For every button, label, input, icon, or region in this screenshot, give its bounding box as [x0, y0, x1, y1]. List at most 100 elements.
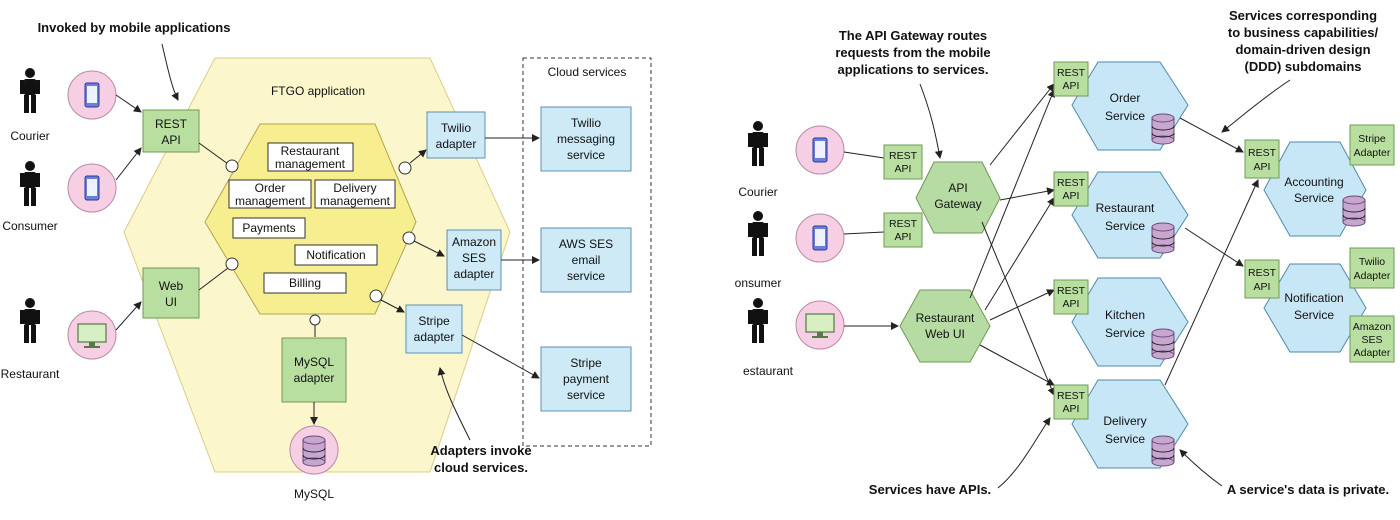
database-icon [1151, 113, 1175, 145]
cloud-services-title: Cloud services [548, 65, 627, 79]
twilio-adapter: Twilio adapter [426, 111, 486, 159]
box-line: API [948, 181, 967, 195]
box-line: Service [1294, 191, 1334, 205]
actor-consumer-left: Consumer [2, 161, 117, 233]
database-icon [1151, 435, 1175, 467]
module-order-management: Order management [228, 179, 312, 209]
box-line: Restaurant [916, 311, 975, 325]
business-logic-hexagon [204, 123, 417, 315]
box-line: Service [1294, 308, 1334, 322]
box-line: Order [1110, 91, 1141, 105]
box-line: Service [1105, 109, 1145, 123]
box-line: REST [1248, 147, 1277, 159]
actor-courier-right: Courier [738, 121, 845, 199]
box-line: Service [1105, 432, 1145, 446]
box-line: REST [1057, 177, 1086, 189]
database-icon [1151, 222, 1175, 254]
box-line: REST [1057, 67, 1086, 79]
actor-courier-left: Courier [10, 68, 117, 143]
twilio-messaging-service: Twilio messaging service [540, 106, 632, 172]
annotation-services-2: to business capabilities/ [1228, 25, 1379, 40]
box-line: adapter [436, 137, 477, 151]
port [398, 161, 412, 175]
box-line: API [1063, 403, 1080, 415]
right-microservice-architecture: The API Gateway routes requests from the… [735, 8, 1395, 497]
box-line: Gateway [934, 197, 981, 211]
delivery-service: Delivery Service REST API [1053, 379, 1189, 469]
annotation-gateway: The API Gateway routes [839, 28, 987, 43]
box-line: Adapter [1354, 270, 1391, 282]
annotation-services-3: domain-driven design [1235, 42, 1370, 57]
cloud-services-boundary [522, 57, 652, 447]
box-line: messaging [557, 132, 615, 146]
box-line: Billing [289, 276, 321, 290]
box-line: Twilio [1359, 256, 1385, 268]
database-icon [1342, 195, 1366, 227]
box-line: Notification [306, 248, 365, 262]
restaurant-service: Restaurant Service REST API [1053, 171, 1189, 259]
module-payments: Payments [232, 217, 306, 239]
rest-api-adapter-left: REST API [142, 109, 200, 153]
box-line: service [567, 148, 605, 162]
actor-restaurant-right: estaurant [743, 298, 845, 378]
box-line: API [161, 133, 180, 147]
box-line: Twilio [441, 121, 471, 135]
web-ui-adapter-left: Web UI [142, 267, 200, 319]
notification-service: Notification Service REST API Twilio Ada… [1244, 247, 1395, 363]
box-line: Accounting [1284, 175, 1343, 189]
annotation-mobile: Invoked by mobile applications [38, 20, 231, 35]
box-line: management [275, 157, 346, 171]
actor-label: Courier [10, 129, 49, 143]
box-line: API [895, 163, 912, 175]
annotation-adapters: Adapters invoke [430, 443, 531, 458]
box-line: email [572, 253, 601, 267]
phone-icon [812, 137, 828, 163]
phone-icon [84, 175, 100, 201]
box-line: API [1063, 298, 1080, 310]
ses-adapter-box [1349, 315, 1395, 363]
box-line: REST [155, 117, 188, 131]
twilio-adapter-box [1349, 247, 1395, 289]
box-line: Adapter [1354, 347, 1391, 359]
port [225, 257, 239, 271]
kitchen-service: Kitchen Service REST API [1053, 277, 1189, 367]
box-line: API [1063, 80, 1080, 92]
mysql-adapter: MySQL adapter [281, 337, 347, 403]
box-line: Stripe [418, 314, 450, 328]
box-line: Twilio [571, 116, 601, 130]
box-line: Service [1105, 326, 1145, 340]
stripe-adapter: Stripe adapter [405, 304, 463, 354]
annotation-services-4: (DDD) subdomains [1245, 59, 1362, 74]
box-line: REST [889, 150, 918, 162]
left-hexagonal-architecture: Invoked by mobile applications FTGO appl… [1, 20, 652, 501]
box-line: adapter [294, 371, 335, 385]
box-line: REST [1057, 285, 1086, 297]
annotation-services: Services corresponding [1229, 8, 1377, 23]
box-line: SES [1361, 334, 1382, 346]
box-line: AWS SES [559, 237, 613, 251]
port [309, 314, 321, 326]
box-line: REST [1248, 267, 1277, 279]
box-line: payment [563, 372, 610, 386]
port [369, 289, 383, 303]
box-line: REST [1057, 390, 1086, 402]
actor-label: estaurant [743, 364, 794, 378]
annotation-gateway-3: applications to services. [837, 62, 988, 77]
rest-api-box [1053, 171, 1089, 207]
restaurant-web-ui: Restaurant Web UI [899, 289, 991, 363]
module-restaurant-management: Restaurant management [267, 142, 354, 172]
port [402, 231, 416, 245]
rest-api-box [1053, 61, 1089, 97]
actor-label: Restaurant [1, 367, 60, 381]
box-line: MySQL [294, 355, 334, 369]
box-line: Web UI [925, 327, 965, 341]
box-line: API [895, 231, 912, 243]
module-billing: Billing [263, 272, 347, 294]
annotation-adapters-2: cloud services. [434, 460, 528, 475]
box-line: REST [889, 218, 918, 230]
box-line: API [1254, 161, 1271, 173]
actor-label: onsumer [735, 276, 782, 290]
api-gateway: API Gateway [915, 161, 1001, 234]
annotation-gateway-2: requests from the mobile [835, 45, 990, 60]
